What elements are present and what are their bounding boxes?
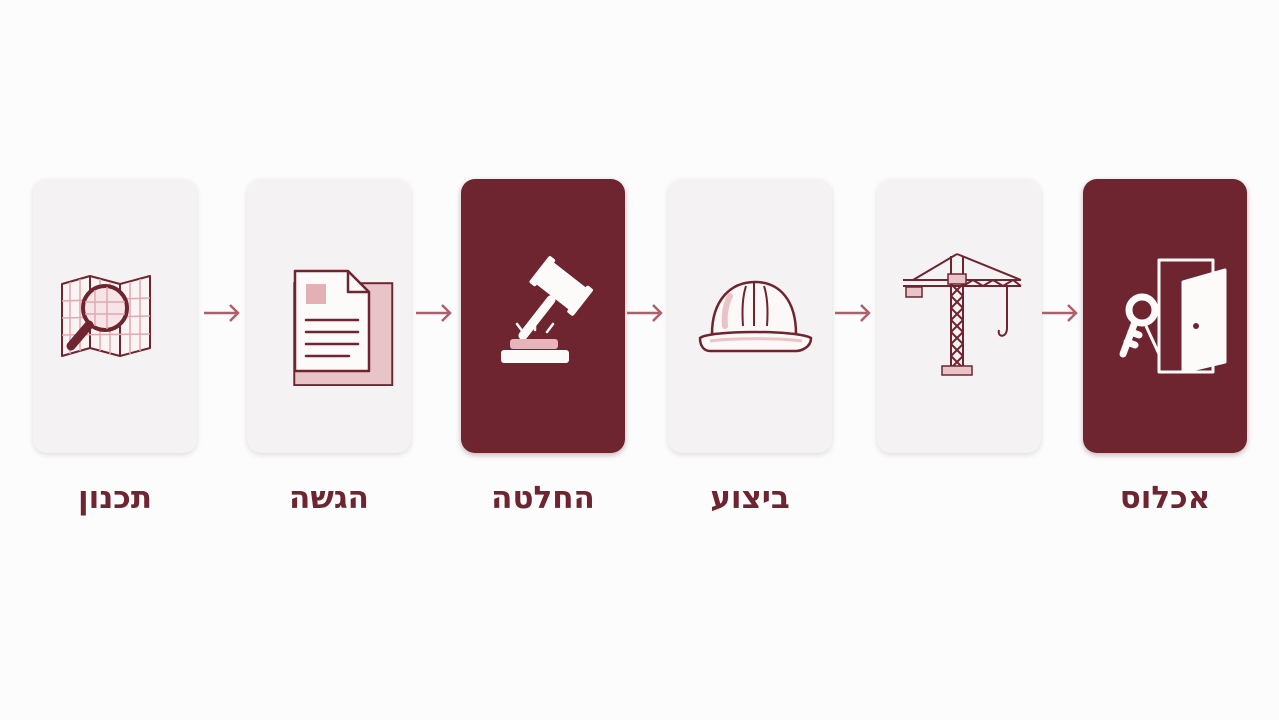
step-card-decision: [461, 179, 625, 453]
step-card-planning: [33, 179, 197, 453]
documents-icon: [293, 269, 394, 386]
step-card-occupancy: [1083, 179, 1247, 453]
step-label-submission: הגשה: [289, 480, 369, 516]
key-door-icon: [1119, 258, 1227, 374]
hard-hat-icon: [698, 280, 813, 353]
step-card-submission: [247, 179, 411, 453]
arrow-right-icon: [627, 304, 663, 322]
step-label-planning: תכנון: [77, 480, 153, 516]
gavel-icon: [501, 256, 593, 363]
map-magnifier-icon: [61, 275, 151, 357]
step-card-construction: [877, 179, 1041, 453]
arrow-right-icon: [835, 304, 871, 322]
crane-icon: [903, 253, 1022, 376]
arrow-right-icon: [416, 304, 452, 322]
arrow-right-icon: [204, 304, 240, 322]
step-label-decision: החלטה: [491, 480, 595, 516]
step-label-execution: ביצוע: [710, 480, 790, 516]
step-card-execution: [668, 179, 832, 453]
arrow-right-icon: [1042, 304, 1078, 322]
step-label-occupancy: אכלוס: [1119, 480, 1211, 516]
